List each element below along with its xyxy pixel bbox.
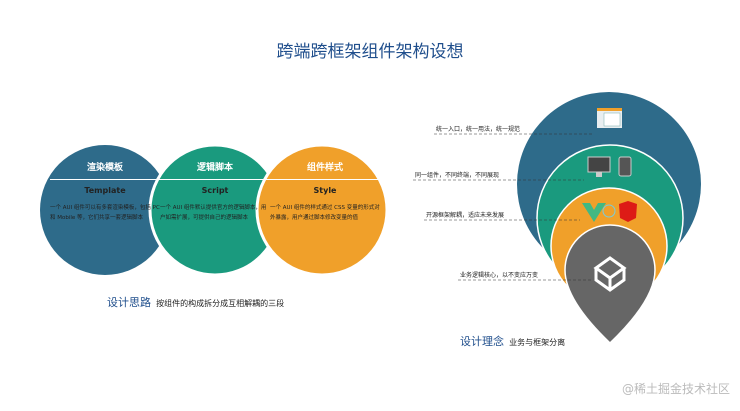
- codepen-cube-icon: [593, 256, 627, 292]
- right-caption-sub: 业务与框架分离: [509, 338, 566, 347]
- page-title: 跨端跨框架组件架构设想: [276, 42, 464, 62]
- script-en: Script: [201, 186, 229, 195]
- right-caption: 设计理念 业务与框架分离: [460, 330, 565, 349]
- right-caption-title: 设计理念: [460, 335, 504, 348]
- template-title: 渲染模板: [86, 163, 123, 173]
- style-en: Style: [313, 186, 337, 195]
- left-caption-sub: 按组件的构成拆分成互相解耦的三段: [156, 299, 285, 308]
- template-card: 渲染模板 Template 一个 AUI 组件可以有多套渲染模板，包括 PC 和…: [50, 160, 160, 223]
- script-title: 逻辑脚本: [196, 163, 233, 173]
- framework-logos-icon: [582, 201, 637, 222]
- style-circle: [255, 143, 389, 277]
- layer-label: 同一组件，不同终端，不同展现: [415, 172, 500, 179]
- leader-lines: [413, 133, 593, 281]
- style-title: 组件样式: [306, 163, 343, 173]
- layer-label: 开源框架解耦，适应未来发展: [426, 212, 505, 219]
- style-card: 组件样式 Style 一个 AUI 组件的样式通过 CSS 变量的形式对外暴露，…: [270, 160, 380, 223]
- style-desc: 一个 AUI 组件的样式通过 CSS 变量的形式对外暴露，用户通过脚本修改变量的…: [270, 205, 380, 221]
- watermark: @稀土掘金技术社区: [621, 382, 730, 396]
- script-desc: 一个 AUI 组件默认提供官方的逻辑脚本，用户如需扩展，可提供自己的逻辑脚本: [160, 205, 267, 221]
- left-caption-title: 设计思路: [107, 296, 151, 309]
- template-en: Template: [84, 186, 126, 195]
- layer-label: 业务逻辑核心，以不变应万变: [460, 272, 539, 279]
- template-desc: 一个 AUI 组件可以有多套渲染模板，包括 PC 和 Mobile 等，它们共享…: [50, 205, 160, 221]
- table-icon: [597, 108, 622, 128]
- layer-label: 统一入口，统一用法，统一规范: [436, 126, 521, 133]
- script-card: 逻辑脚本 Script 一个 AUI 组件默认提供官方的逻辑脚本，用户如需扩展，…: [160, 160, 270, 223]
- left-caption: 设计思路 按组件的构成拆分成互相解耦的三段: [107, 291, 284, 310]
- devices-icon: [587, 156, 632, 177]
- template-circle: [40, 145, 170, 275]
